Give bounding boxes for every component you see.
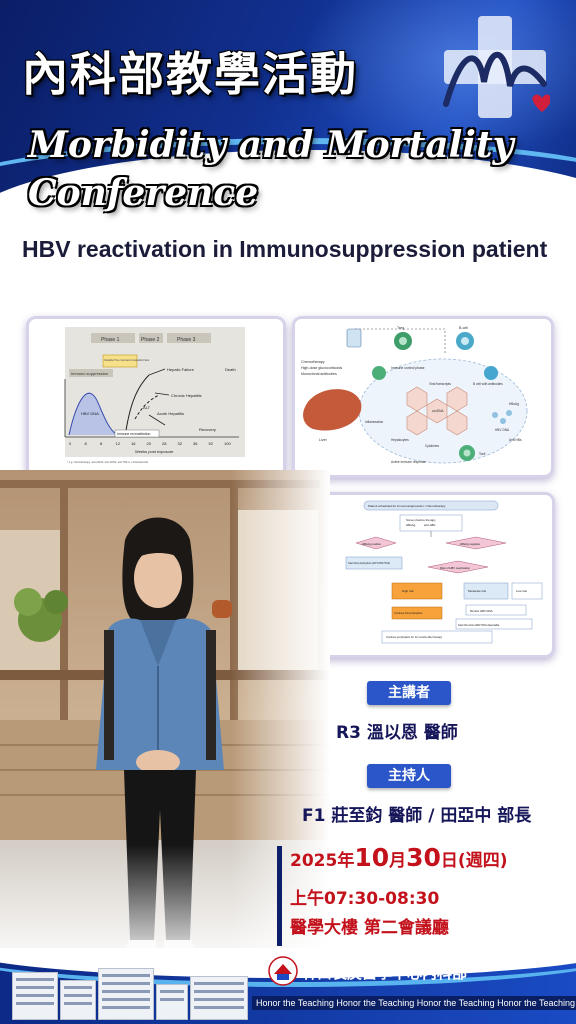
- mech-label-liver: Liver: [319, 438, 328, 442]
- speaker-tag: 主講者: [367, 681, 451, 705]
- medical-cross-logo-icon: [443, 16, 550, 118]
- title-english-line2: Conference: [28, 172, 259, 214]
- building-illustration: [156, 984, 188, 1020]
- topic-subtitle: HBV reactivation in Immunosuppression pa…: [22, 236, 548, 262]
- hbv-dna-label: HBV DNA: [81, 411, 99, 416]
- flow-node-monitor: Monitor HBV DNA: [470, 609, 493, 613]
- figure-card-flowchart: Patient scheduled for immunosuppression …: [313, 492, 555, 658]
- hospital-emblem-icon: [268, 956, 298, 986]
- x-tick-label: 0: [69, 441, 72, 446]
- host-names: F1 莊至鈞 醫師 / 田亞中 部長: [302, 806, 532, 826]
- building-illustration: [60, 980, 96, 1020]
- figure-card-mechanism: Chemotherapy High-dose glucocorticoids M…: [292, 316, 554, 478]
- hbv-timeline-figure: Phase 1 Phase 2 Phase 3 Variable Time In…: [64, 327, 245, 464]
- x-axis-ticks: 0 8 8 12 16 20 28 32 36 52 100: [69, 441, 231, 446]
- x-tick-label: 12: [116, 441, 121, 446]
- mech-label-transcripts: Viral transcripts: [429, 382, 451, 386]
- hbv-mechanism-figure: Chemotherapy High-dose glucocorticoids M…: [295, 319, 545, 469]
- x-tick-label: 52: [209, 441, 214, 446]
- date-day: 30: [406, 843, 441, 872]
- x-tick-label: 28: [162, 441, 167, 446]
- mech-label-hbvdna: HBV DNA: [495, 428, 510, 432]
- flow-node-screen: Screen before therapy: [406, 518, 436, 522]
- death-label: Death: [225, 367, 236, 372]
- x-tick-label: 20: [147, 441, 152, 446]
- figure1-footnote: * e.g. chemotherapy, anti-CD20, anti-CD5…: [67, 460, 149, 464]
- recovery-label: Recovery: [199, 427, 216, 432]
- mech-label-steroids: High-dose glucocorticoids: [301, 366, 342, 370]
- title-chinese: 內科部教學活動: [22, 47, 358, 101]
- mech-label-chemo: Chemotherapy: [301, 360, 325, 364]
- x-axis-label: Weeks post exposure: [135, 449, 174, 454]
- host-tag: 主持人: [367, 764, 451, 788]
- date-weekday: 日(週四): [440, 851, 508, 871]
- alt-label: ALT: [143, 405, 151, 410]
- flow-node-positive: HBsAg positive: [362, 542, 381, 546]
- event-venue: 醫學大樓 第二會議廳: [290, 918, 449, 938]
- phase1-label: Phase 1: [101, 337, 120, 343]
- flow-node-high-risk: High risk: [402, 589, 414, 593]
- mech-label-hepatocytes: Hepatocytes: [391, 438, 409, 442]
- info-bracket: [277, 846, 282, 946]
- mech-label-hbsag: HBsAg: [509, 402, 519, 406]
- figure-card-timeline: Phase 1 Phase 2 Phase 3 Variable Time In…: [26, 316, 286, 478]
- event-date: 2025年10月30日(週四): [290, 843, 507, 872]
- flow-node-start-na: Start NA prophylaxis (ETV/TDF/TAF): [348, 561, 390, 565]
- building-illustration: [98, 968, 154, 1020]
- acute-hepatitis-label: Acute Hepatitis: [157, 411, 184, 416]
- mech-label-bcell-antibodies: B cell with antibodies: [473, 382, 503, 386]
- mech-label-mab: Monoclonal antibodies: [301, 372, 337, 376]
- flow-node-prophylaxis-duration: Continue prophylaxis for 12 months after…: [386, 635, 443, 639]
- speaker-photo-illustration: [0, 470, 330, 970]
- building-illustration: [12, 972, 58, 1020]
- motto-ribbon: Honor the Teaching Honor the Teaching Ho…: [252, 996, 576, 1010]
- x-tick-label: 32: [178, 441, 183, 446]
- flow-node-negative: HBsAg negative: [460, 542, 481, 546]
- x-tick-label: 16: [131, 441, 136, 446]
- event-time: 上午07:30-08:30: [290, 889, 440, 909]
- hepatic-failure-label: Hepatic Failure: [167, 367, 195, 372]
- chronic-hepatitis-label: Chronic Hepatitis: [171, 393, 201, 398]
- x-tick-label: 36: [193, 441, 198, 446]
- date-month: 10: [354, 843, 390, 872]
- mech-label-cytokines: Cytokines: [425, 444, 439, 448]
- speaker-photo: [0, 470, 330, 970]
- date-year: 2025: [290, 851, 338, 871]
- mech-label-treg: Treg: [397, 326, 404, 330]
- phase2-label: Phase 2: [141, 337, 160, 343]
- date-year-char: 年: [337, 851, 355, 871]
- immune-reconstitution-label: Immune reconstitution: [117, 432, 150, 436]
- x-tick-label: 8: [100, 441, 103, 446]
- flow-node-scheduled: Patient scheduled for immunosuppression …: [368, 504, 446, 508]
- x-tick-label: 8: [85, 441, 88, 446]
- hbv-management-flowchart: Patient scheduled for immunosuppression …: [316, 495, 546, 649]
- date-month-char: 月: [389, 851, 407, 871]
- organization-name: 林口長庚醫學中心內科部: [302, 964, 468, 982]
- speaker-name: R3 溫以恩 醫師: [336, 723, 458, 743]
- flow-node-continue-na: Continue NA prophylaxis: [394, 611, 423, 615]
- flow-node-moderate-risk: Moderate risk: [468, 589, 487, 593]
- flow-node-hbsag: HBsAg: [406, 523, 416, 527]
- mech-label-inflammation: Inflammation: [365, 420, 383, 424]
- variable-interval-label: Variable Time Interval to Hepatitis Flar…: [104, 358, 150, 362]
- flow-node-start-when-detectable: Start NA when HBV DNA detectable: [458, 623, 500, 627]
- mech-label-active-response: Active immune response: [391, 460, 426, 464]
- header-banner: [0, 0, 576, 230]
- phase3-label: Phase 3: [177, 337, 196, 343]
- header-wave-stripe: [0, 138, 576, 230]
- mech-label-antihbs: Anti-HBs: [509, 438, 522, 442]
- flow-node-risk: Risk of HBV reactivation: [440, 566, 471, 570]
- flow-node-antihbc: anti-HBc: [424, 523, 436, 527]
- immunosuppression-label: Immuno suppression: [71, 371, 108, 376]
- mech-label-cccdna: cccDNA: [432, 409, 444, 413]
- mech-label-immune-control: Immune control phase: [391, 366, 425, 370]
- mech-label-bcell: B-cell: [459, 326, 468, 330]
- title-english-line1: Morbidity and Mortality: [28, 124, 514, 166]
- flow-node-low-risk: Low risk: [516, 589, 528, 593]
- building-illustration: [190, 976, 248, 1020]
- mech-label-tcell: Tcell: [479, 452, 486, 456]
- x-tick-label: 100: [224, 441, 231, 446]
